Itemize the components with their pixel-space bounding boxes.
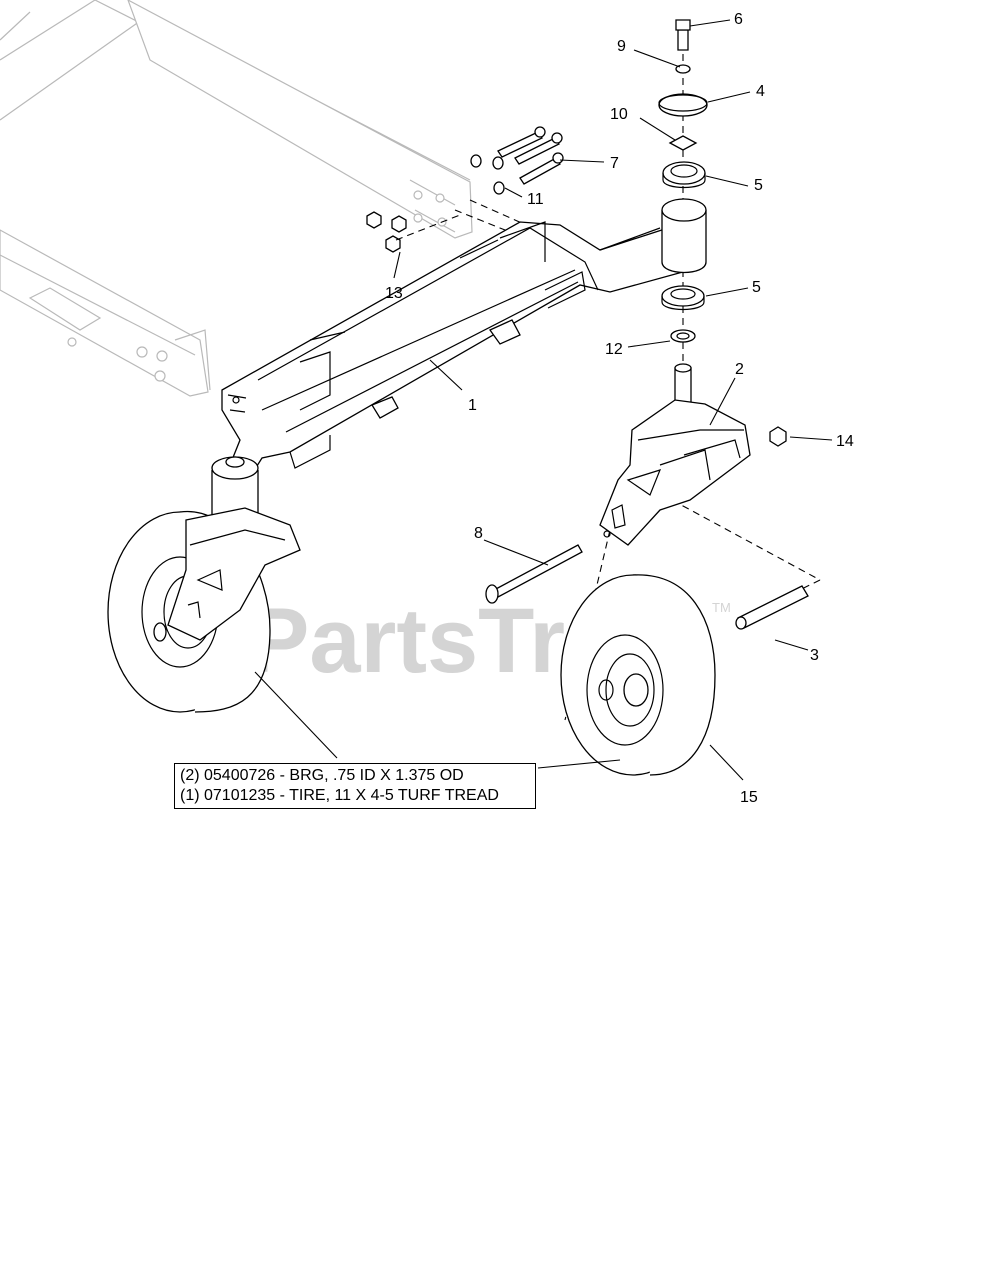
spacer-tube-3: [735, 585, 809, 630]
callout-5-upper: 5: [754, 177, 763, 194]
callout-14: 14: [836, 433, 854, 450]
callout-3: 3: [810, 647, 819, 664]
callout-10: 10: [610, 106, 628, 123]
right-wheel: [560, 574, 716, 776]
callout-11: 11: [527, 191, 544, 208]
front-axle-beam: [221, 221, 691, 486]
callout-6: 6: [734, 11, 743, 28]
nut-14: [769, 426, 787, 447]
bearing-tire-note-box: (2) 05400726 - BRG, .75 ID X 1.375 OD (1…: [174, 763, 536, 809]
callout-labels: 1 2 3 4 5 5 6 7 8 9 10 11 12 13 14 15: [385, 11, 854, 806]
callout-1: 1: [468, 397, 477, 414]
callout-15: 15: [740, 789, 758, 806]
nut-set: [366, 211, 407, 253]
callout-7: 7: [610, 155, 619, 172]
upper-hardware-stack: [658, 19, 708, 189]
spindle-housing: [661, 198, 707, 274]
chassis-frame-ghost: [0, 0, 473, 397]
callout-8: 8: [474, 525, 483, 542]
note-line-bearing: (2) 05400726 - BRG, .75 ID X 1.375 OD: [180, 767, 464, 784]
axle-bolt-8: [485, 544, 583, 604]
callout-13: 13: [385, 285, 403, 302]
left-caster-assembly: [107, 456, 301, 713]
bolt-set: [470, 126, 564, 195]
callout-5-lower: 5: [752, 279, 761, 296]
callout-9: 9: [617, 38, 626, 55]
right-caster-fork: [599, 399, 751, 546]
callout-12: 12: [605, 341, 623, 358]
callout-4: 4: [756, 83, 765, 100]
leader-lines: [254, 19, 833, 781]
lower-hardware-stack: [661, 285, 705, 421]
note-line-tire: (1) 07101235 - TIRE, 11 X 4-5 TURF TREAD: [180, 787, 499, 804]
callout-2: 2: [735, 361, 744, 378]
watermark-trademark: TM: [712, 600, 731, 615]
